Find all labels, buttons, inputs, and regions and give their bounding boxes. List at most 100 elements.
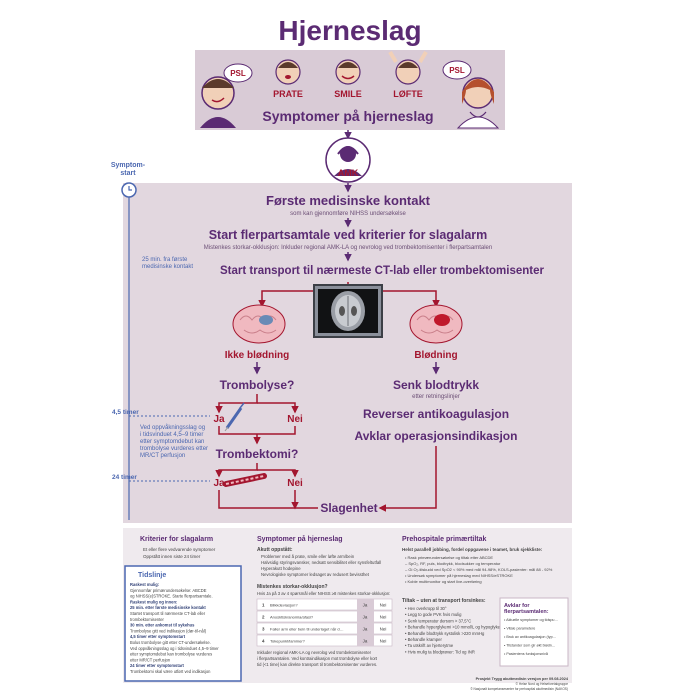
lvo-row-no: Nei: [380, 615, 387, 620]
lvo-yes-cell: [357, 611, 374, 622]
prehospital-item: • Rask primærundersøkelse og tiltak ette…: [405, 555, 493, 560]
step-lower-bp-sub: etter retningslinjer: [412, 394, 460, 400]
prehospital-item: – Gi O₂-tilskudd ved SpO2 < 90% med mål …: [405, 567, 553, 572]
symptoms-box-title: Symptomer på hjerneslag: [257, 535, 343, 543]
multiparty-item: • Aktuelle symptomer og tidspu…: [504, 618, 558, 622]
label-psl-left: PSL: [230, 69, 246, 78]
transport-item: • Legg to gode PVK hvis mulig: [405, 612, 462, 617]
transport-item: • Behandle kramper: [405, 637, 442, 642]
timeline-box-line: Gjennomfør primærundersøkelse: ABCDE: [130, 588, 207, 593]
prehospital-title: Prehospitale primærtiltak: [402, 536, 487, 543]
lvo-row-question: Faller arm eller bein til underlaget når…: [270, 627, 344, 632]
transport-item: • Hev overkropp til 30°: [405, 606, 447, 611]
lvo-yes-cell: [357, 635, 374, 646]
label-psl-right: PSL: [449, 66, 465, 75]
brain-icon-no-bleeding: [232, 304, 286, 344]
step-first-contact: Første medisinske kontakt: [266, 193, 431, 208]
patient-illustration-left: [200, 76, 236, 128]
note-45h-2: i tidsvinduet 4,5–9 timer: [140, 432, 203, 438]
lvo-row-yes: Ja: [363, 639, 368, 644]
timeline-box-line: Trombolyse gitt ved indikasjon (dør-til-…: [130, 628, 207, 633]
multiparty-item: • Pasientens funksjonsnivå: [504, 652, 549, 656]
timeline-box-line: 4,5 timer etter symptomstart: [130, 634, 186, 639]
lvo-row-yes: Ja: [363, 627, 368, 632]
timeline-box-line: 30 min. etter ankomst til sykehus: [130, 623, 195, 628]
acute-item-3: Hyperakutt hodepine: [261, 566, 301, 571]
lvo-yes-cell: [357, 623, 374, 634]
prehospital-item: – SpO₂, RF, puls, blodtrykk, blodsukker …: [405, 561, 501, 566]
timeline-box-lines: Raskest mulig:Gjennomfør primærundersøke…: [130, 582, 219, 674]
syringe-icon: [224, 402, 245, 432]
multiparty-title-1: Avklar for: [504, 603, 530, 609]
lvo-row-yes: Ja: [363, 615, 368, 620]
face-icon-lofte: [388, 50, 428, 85]
lvo-row-number: 2: [262, 615, 265, 620]
lvo-sub: Hvis Ja på 3 av 4 spørsmål eller NIHSS ≥…: [257, 591, 390, 596]
timeline-start-label-2: start: [120, 170, 136, 177]
transport-item: • Hvis mulig ta blodprøver: Tid og INR: [405, 649, 475, 654]
criteria-item-2: Oppstått innen siste 24 timer: [143, 553, 201, 559]
transport-item: • Behandle blodtrykk systolisk >220 mmHg: [405, 631, 485, 636]
note-45h-4: trombolyse vurderes etter: [140, 446, 208, 452]
timeline-box-line: Ved oppvåkningsslag og i tidsvinduet 4,5…: [130, 646, 219, 651]
timeline-box-line: trombektomisenter: [130, 617, 165, 622]
lvo-row: [256, 622, 393, 635]
step-stroke-unit: Slagenhet: [320, 501, 377, 515]
lvo-row: [256, 634, 393, 647]
main-flow-panel: [123, 183, 572, 523]
multiparty-item: • Bruk av antikoagulasjon (typ…: [504, 635, 557, 639]
amk-label: AMK: [338, 168, 359, 178]
timeline-box-line: etter MR/CT perfusjon: [130, 657, 171, 662]
prehospital-intro: Helst parallell jobbing, fordel oppgaven…: [402, 547, 543, 552]
multiparty-item: • Vitale parametere: [504, 627, 535, 631]
arrow-thrombolysis-merge: [218, 426, 296, 443]
branch-bleeding: Blødning: [414, 350, 457, 361]
branch-no-bleeding: Ikke blødning: [225, 350, 289, 361]
note-45h-3: etter symptomdebut kan: [140, 439, 204, 445]
timeline-box-line: og NIHSS(e)STROKE. Starte flerpartsamtal…: [130, 594, 213, 599]
criteria-title: Kriterier for slagalarm: [140, 536, 213, 543]
transport-item: • Senk temperatur dersom > 37,5°C: [405, 618, 471, 623]
transport-items: • Hev overkropp til 30°• Legg to gode PV…: [405, 606, 527, 654]
lvo-title: Mistenkes storkar-okklusjon?: [257, 584, 328, 590]
question-thrombolysis: Trombolyse?: [220, 378, 295, 392]
timeline-box-line: Startet transport til nærmeste CT-lab el…: [130, 611, 206, 616]
thrombolysis-yes: Ja: [213, 414, 225, 425]
speech-bubble-psl-left: PSL: [223, 63, 253, 83]
lvo-row-no: Nei: [380, 627, 387, 632]
timeline-box-line: 25 min. etter første medisinske kontakt: [130, 605, 206, 610]
multiparty-item: • Tilstander som gir økt blødn…: [504, 644, 556, 648]
timeline-box-line: Trombektomi skal være utført ved indikas…: [130, 669, 211, 674]
lvo-row-yes: Ja: [363, 603, 368, 608]
lvo-row-question: Blikkdeviasjon?: [270, 603, 298, 608]
label-lofte: LØFTE: [393, 89, 423, 99]
amk-operator-icon: [325, 137, 371, 183]
note-25min-1: 25 min. fra første: [142, 257, 188, 263]
thrombectomy-yes: Ja: [213, 478, 225, 489]
timeline-box-title: Tidslinje: [138, 572, 166, 579]
face-icon-prate: [275, 59, 301, 85]
arrow-thrombolysis-yes: [215, 394, 258, 414]
transport-title: Tiltak – uten at transport forsinkes:: [402, 598, 486, 604]
label-smile: SMILE: [334, 89, 362, 99]
ct-scan-image: [313, 284, 383, 338]
step-clarify-surgery: Avklar operasjonsindikasjon: [355, 429, 518, 443]
lvo-yes-cell: [357, 599, 374, 610]
timeline-45h: 4,5 timer: [112, 409, 139, 416]
arrow-thrombectomy-yes: [215, 463, 258, 478]
prehospital-item: • Koble multimonitor og start live-overf…: [405, 579, 482, 584]
catheter-icon: [223, 473, 267, 487]
arrow-thrombectomy-merge: [218, 490, 318, 508]
step-transport: Start transport til nærmeste CT-lab elle…: [220, 265, 545, 277]
timeline-box-line: etter symptomdebut kan trombolyse vurder…: [130, 652, 212, 657]
lvo-row-no: Nei: [380, 603, 387, 608]
lvo-row-question: Anosktisk/anomia/afasi?: [270, 615, 314, 620]
lvo-footnote-2: i flerpartsamtalen. Ved kontraindikasjon…: [257, 656, 378, 661]
note-25min-2: medisinske kontakt: [142, 264, 193, 270]
footer-line-3: © Nasjonalt kompetansesenter for prehosp…: [470, 687, 568, 691]
lvo-row-number: 4: [262, 639, 265, 644]
multiparty-items: • Aktuelle symptomer og tidspu… • Vitale …: [504, 618, 558, 656]
brain-icon-bleeding: [409, 304, 463, 344]
lvo-row-number: 3: [262, 627, 265, 632]
timeline-box-line: Raskest mulig og innen:: [130, 599, 177, 604]
